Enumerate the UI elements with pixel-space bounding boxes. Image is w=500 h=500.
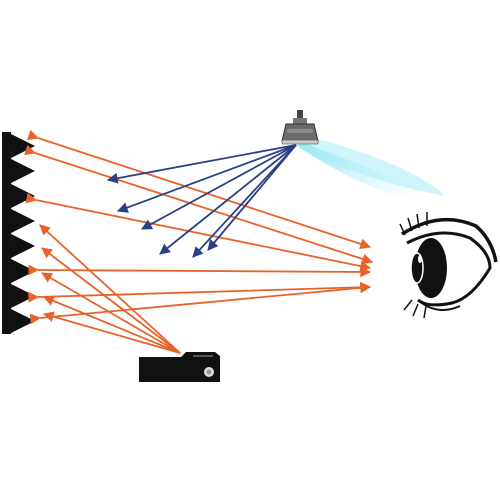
ceiling-light-ray	[141, 144, 297, 230]
ceiling-light-ray	[207, 144, 297, 251]
prism-triangle	[11, 159, 35, 183]
prism-triangle	[11, 284, 35, 308]
ceiling-light-ray	[192, 144, 297, 258]
screen-frame	[2, 132, 11, 334]
ceiling-lamp-icon	[281, 110, 319, 145]
prism-triangle	[11, 209, 35, 233]
prism-triangle	[11, 234, 35, 258]
projector-ray	[43, 295, 181, 354]
projector-ray	[41, 247, 181, 354]
ceiling-light-ray	[159, 144, 297, 255]
ceiling-light-ray	[106, 144, 297, 184]
prism-triangle	[11, 309, 35, 333]
ceiling-light-rays	[106, 144, 297, 258]
prism-triangle	[11, 134, 35, 158]
reflected-ray	[25, 192, 372, 272]
prism-triangle	[11, 259, 35, 283]
eye-rays	[24, 129, 374, 325]
projector-icon	[139, 352, 220, 382]
retro-reflective-screen	[2, 132, 35, 334]
light-glow	[296, 136, 445, 196]
projector-ray	[41, 272, 181, 354]
reflected-ray	[28, 264, 372, 278]
prism-triangle	[11, 184, 35, 208]
reflected-ray	[29, 282, 372, 325]
projector-rays	[39, 224, 181, 354]
ceiling-light-ray	[116, 144, 297, 213]
eye-icon	[399, 212, 498, 319]
